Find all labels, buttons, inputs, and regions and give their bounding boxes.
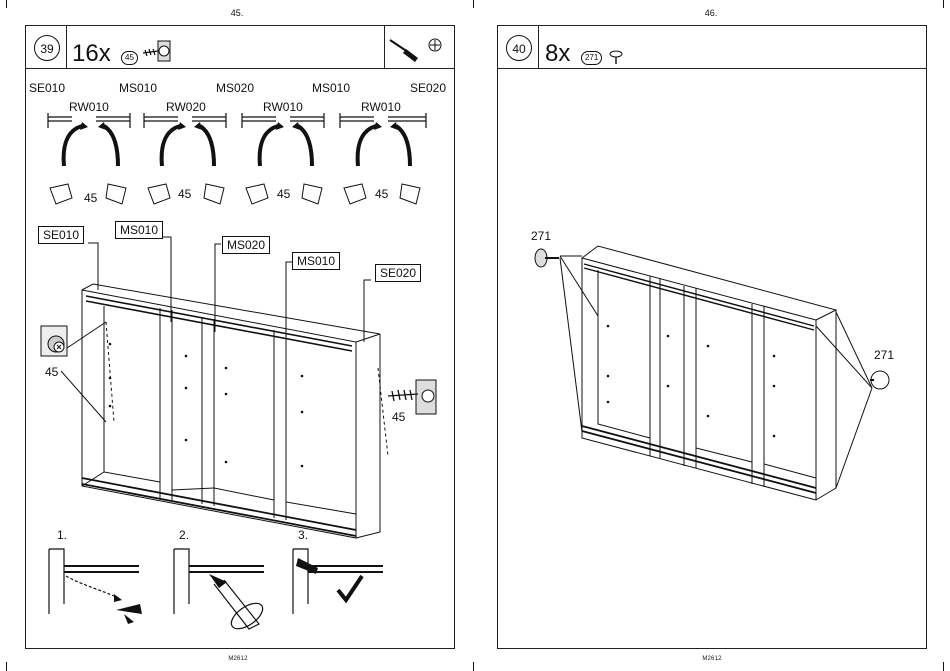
substep-2-diagram (169, 544, 279, 644)
screw-count: 45 (84, 191, 97, 205)
top-label: MS020 (216, 81, 254, 95)
substep-label: 1. (57, 528, 67, 542)
screwdriver-icon (388, 34, 428, 64)
header-divider (66, 26, 67, 68)
substep-label: 3. (298, 528, 308, 542)
screw-with-cam-icon (142, 38, 172, 64)
part-quantity: 8x (545, 40, 570, 68)
part-number-badge: 271 (581, 51, 602, 65)
screw-count: 45 (277, 187, 290, 201)
part-number-badge: 45 (121, 51, 138, 65)
top-label: SE020 (410, 81, 446, 95)
detail-number: 45 (392, 410, 405, 424)
page-footer: M2612 (218, 656, 258, 662)
detail-number: 45 (45, 365, 58, 379)
page-number: 45. (217, 8, 257, 18)
substep-3-diagram (288, 544, 398, 644)
phillips-head-icon (428, 38, 442, 52)
crop-mark (473, 0, 474, 8)
step-header: 39 16x 45 (26, 26, 454, 69)
top-label: SE010 (29, 81, 65, 95)
page-number: 46. (691, 8, 731, 18)
wardrobe-drawing (498, 226, 928, 546)
page-footer: M2612 (692, 656, 732, 662)
crop-mark (943, 662, 944, 671)
step-header: 40 8x 271 (498, 26, 926, 69)
step-number: 40 (506, 35, 532, 61)
top-label: MS010 (119, 81, 157, 95)
crop-mark (473, 662, 474, 671)
part-quantity: 16x (72, 40, 111, 68)
cam-lock-detail-left (40, 322, 74, 360)
instruction-panel-step-40: 40 8x 271 271 271 (497, 25, 927, 649)
instruction-panel-step-39: 39 16x 45 SE010 MS010 MS020 MS010 SE020 … (25, 25, 455, 649)
substep-1-diagram (44, 544, 154, 644)
screw-count: 45 (178, 187, 191, 201)
step-number: 39 (34, 35, 60, 61)
screw-count: 45 (375, 187, 388, 201)
crop-mark (6, 0, 7, 8)
crop-mark (6, 662, 7, 671)
crop-mark (943, 0, 944, 8)
top-label: MS010 (312, 81, 350, 95)
header-divider (384, 26, 385, 68)
glide-foot-icon (608, 50, 624, 66)
substep-label: 2. (179, 528, 189, 542)
header-divider (538, 26, 539, 68)
